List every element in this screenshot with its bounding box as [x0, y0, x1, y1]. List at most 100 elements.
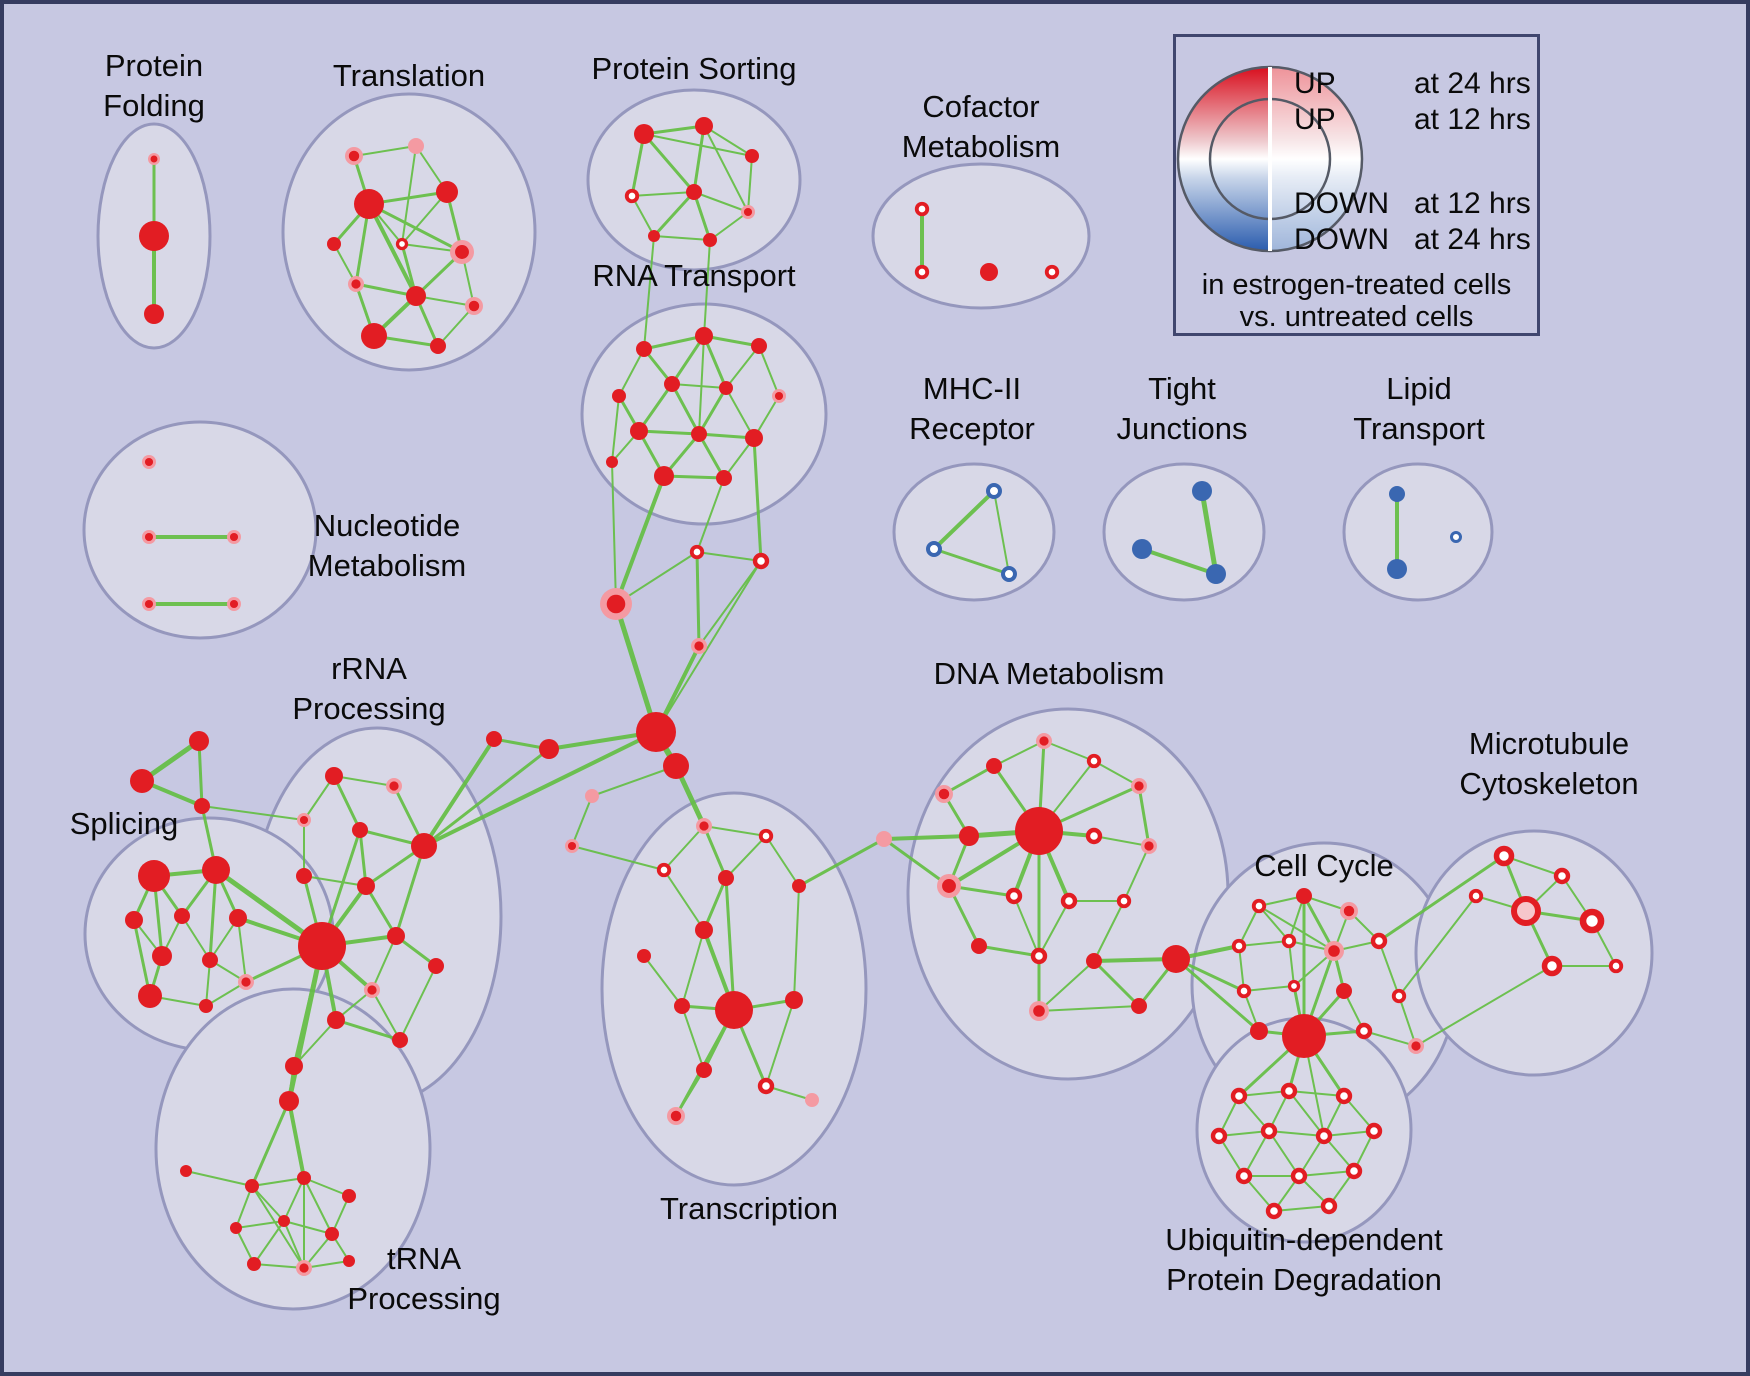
edge-s3-s6 [747, 155, 753, 213]
node-tn5 [230, 1222, 242, 1234]
node-dmA [935, 785, 953, 803]
node-dmJ [937, 874, 961, 898]
edge-cc4-cc8 [1238, 945, 1245, 992]
node-cc7 [1370, 932, 1388, 950]
edge-tn2-tn3 [251, 1177, 305, 1187]
edge-tx6-tx9 [681, 929, 705, 1007]
edge-ub2-ub6 [1288, 1090, 1325, 1137]
node-dmO [1030, 947, 1048, 965]
edge-dmD-dmE [1093, 760, 1140, 787]
edge-s4-s5 [631, 191, 695, 197]
edge-r6-r9 [697, 386, 728, 436]
node-s1 [634, 124, 654, 144]
node-r3 [751, 338, 767, 354]
node-md1 [539, 739, 559, 759]
edge-s1-s3 [643, 133, 753, 157]
node-ub11 [1265, 1202, 1283, 1220]
edge-ub9-ub10 [1298, 1170, 1355, 1177]
node-t10 [465, 297, 483, 315]
edge-rc1-rs [695, 550, 701, 648]
node-md3 [565, 839, 579, 853]
cluster-label-nucleotide-metabolism: Nucleotide [314, 508, 460, 543]
edge-cc4-cc5 [1238, 940, 1290, 947]
edge-hb2-md2 [591, 765, 677, 797]
edge-cc0-cc12 [1174, 957, 1261, 1033]
node-cc8 [1236, 983, 1252, 999]
node-tx6 [695, 921, 713, 939]
edge-r2-r6 [702, 334, 728, 390]
edge-md3-tx3 [571, 845, 665, 871]
node-cc14 [1391, 988, 1407, 1004]
node-tn1 [180, 1165, 192, 1177]
edge-t4-t6 [401, 191, 448, 245]
node-rr4 [352, 822, 368, 838]
node-tn7 [325, 1227, 339, 1241]
edge-cc15-mc6 [1415, 965, 1553, 1047]
edge-s2-s5 [692, 124, 706, 194]
node-rr3 [297, 813, 311, 827]
legend: UP at 24 hrs UP at 12 hrs DOWN at 12 hrs… [1173, 34, 1540, 336]
edge-r13-rb [611, 461, 617, 605]
edge-rr1-rr4 [332, 774, 362, 832]
node-n4 [142, 597, 156, 611]
node-md0 [486, 731, 502, 747]
node-r5 [664, 376, 680, 392]
edge-rc1-rb [615, 551, 698, 605]
edge-m2-m3 [932, 547, 1011, 576]
node-dmF [959, 826, 979, 846]
node-t8 [348, 276, 364, 292]
edge-md0-rr5 [422, 737, 496, 848]
edge-s5-s8 [692, 190, 712, 242]
node-t4 [436, 181, 458, 203]
edge-s1-s2 [642, 124, 706, 136]
edge-s2-s3 [703, 125, 753, 157]
edge-m1-m2 [932, 489, 996, 551]
node-r12 [716, 470, 732, 486]
node-tn10 [343, 1255, 355, 1267]
node-rr6 [296, 868, 312, 884]
edge-r9-r12 [697, 432, 726, 480]
node-ub2 [1280, 1082, 1298, 1100]
node-dmK [1005, 887, 1023, 905]
node-n2 [142, 530, 156, 544]
edge-r2-r3 [702, 334, 761, 348]
edge-s7-s8 [653, 235, 711, 241]
node-sp5 [229, 909, 247, 927]
node-rr7 [357, 877, 375, 895]
node-tx13 [667, 1107, 685, 1125]
edge-rb-hb1 [613, 601, 659, 735]
cluster-label-microtubule-cytoskeleton: Cytoskeleton [1459, 766, 1638, 801]
node-r4 [612, 389, 626, 403]
node-r7 [772, 389, 786, 403]
edge-tn2-tn5 [235, 1185, 253, 1229]
cluster-label-rrna-processing: Processing [292, 691, 445, 726]
cluster-label-tight-junctions: Junctions [1117, 411, 1248, 446]
node-dmR [1131, 998, 1147, 1014]
edge-cc7-mc1 [1377, 854, 1506, 943]
node-tx9 [674, 998, 690, 1014]
legend-down-12-label: DOWN [1294, 187, 1389, 220]
node-cc15 [1408, 1038, 1424, 1054]
edge-rc2-hb1 [655, 560, 762, 733]
edge-m1-m3 [993, 490, 1010, 575]
node-t5 [327, 237, 341, 251]
node-rc1 [689, 544, 705, 560]
edge-tn3-tn4 [303, 1177, 350, 1197]
node-r10 [745, 429, 763, 447]
node-dmI [1141, 838, 1157, 854]
edge-dmN-dmO [977, 944, 1041, 958]
node-dmB [986, 758, 1002, 774]
node-dmH [1085, 827, 1103, 845]
cluster-label-ubiquitin-degradation: Protein Degradation [1166, 1262, 1442, 1297]
node-pf3 [144, 304, 164, 324]
node-hb2 [663, 753, 689, 779]
node-sp3 [125, 911, 143, 929]
edge-cc14-mc3 [1398, 895, 1477, 997]
node-tx8 [715, 991, 753, 1029]
node-dmE [1131, 778, 1147, 794]
edge-t2-t6 [401, 145, 417, 245]
edge-s7-r1 [643, 235, 655, 350]
edge-s1-s5 [642, 132, 696, 194]
node-tn6 [278, 1215, 290, 1227]
